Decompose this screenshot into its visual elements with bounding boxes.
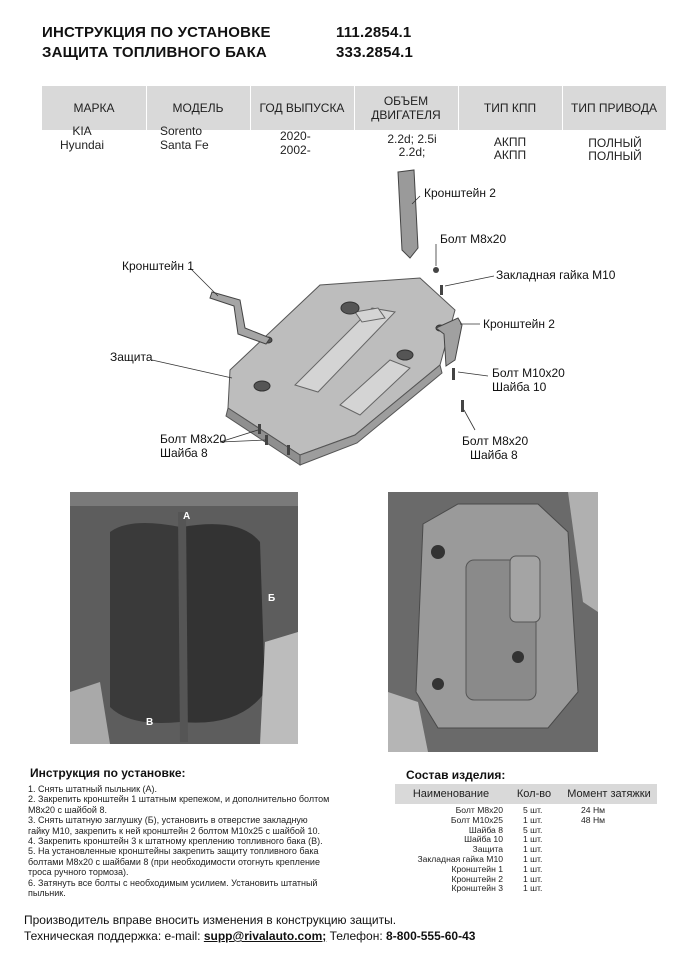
- col-qty: Кол-во: [516, 788, 552, 800]
- cell-model-1: Sorento: [160, 124, 203, 138]
- exploded-assembly-diagram: [151, 169, 495, 466]
- guard-plate: [225, 277, 456, 466]
- instructions-list: 1. Снять штатный пыльник (А). 2. Закрепи…: [28, 784, 353, 898]
- col-year: ГОД ВЫПУСКА: [250, 86, 355, 130]
- bracket-2-top: [397, 169, 419, 259]
- instruction-line: гайку М10, закрепить к ней кронштейн 2 б…: [28, 825, 320, 836]
- photo-label-b: Б: [268, 593, 276, 604]
- item-qty: 5 шт.: [523, 805, 543, 815]
- label-bracket-2-right: Кронштейн 2: [483, 317, 555, 331]
- item-name: Шайба 10: [464, 834, 503, 845]
- composition-header: Наименование Кол-во Момент затяжки: [395, 784, 657, 804]
- col-engine: ОБЪЕМ ДВИГАТЕЛЯ: [354, 86, 459, 130]
- instruction-line: М8х20 с шайбой 8.: [28, 804, 107, 815]
- label-bracket-1: Кронштейн 1: [122, 259, 194, 273]
- instruction-line: 1. Снять штатный пыльник (А).: [28, 784, 158, 794]
- installed-guard-photo: [388, 492, 598, 752]
- label-nut-m10: Закладная гайка М10: [496, 268, 616, 282]
- cell-gearbox-2: АКПП: [493, 148, 527, 162]
- item-qty: 1 шт.: [523, 873, 543, 884]
- cell-engine-1: 2.2d; 2.5i: [387, 132, 437, 146]
- instructions-title: Инструкция по установке:: [30, 766, 186, 780]
- product-code-1: 111.2854.1: [336, 24, 412, 41]
- col-name: Наименование: [412, 788, 490, 800]
- bolts: [258, 267, 464, 455]
- support-prefix: Техническая поддержка: e-mail:: [24, 929, 201, 943]
- fuel-tank-photo: [70, 492, 298, 744]
- guard-ribs: [294, 307, 411, 416]
- label-bolt-m10: Болт М10х20: [492, 366, 565, 380]
- instruction-line: 4. Закрепить кронштейн 3 к штатному креп…: [28, 836, 323, 847]
- label-bolt-m8-left: Болт М8х20: [160, 432, 227, 446]
- cell-model-2: Santa Fe: [160, 138, 209, 152]
- col-make: МАРКА: [42, 86, 147, 130]
- item-name: Кронштейн 2: [451, 873, 503, 884]
- instruction-line: троса ручного тормоза).: [28, 867, 129, 878]
- instruction-line: 2. Закрепить кронштейн 1 штатным крепежо…: [28, 794, 330, 805]
- col-torque: Момент затяжки: [567, 788, 651, 800]
- support-phone[interactable]: 8-800-555-60-43: [386, 929, 476, 943]
- item-name: Защита: [472, 844, 503, 855]
- item-name: Болт М8х20: [455, 805, 503, 815]
- label-washer-10: Шайба 10: [492, 380, 547, 394]
- item-torque: 24 Нм: [581, 805, 606, 815]
- instruction-line: пыльник.: [28, 888, 66, 899]
- phone-label: Телефон:: [329, 929, 383, 943]
- cell-make-2: Hyundai: [59, 138, 105, 152]
- item-name: Болт М10х25: [450, 814, 503, 825]
- item-qty: 1 шт.: [523, 853, 543, 864]
- composition-names: Болт М8х20 Болт М10х25 Шайба 8 Шайба 10 …: [395, 805, 503, 894]
- item-qty: 1 шт.: [523, 883, 543, 894]
- photo-label-v: В: [146, 717, 154, 728]
- support-email[interactable]: supp@rivalauto.com;: [203, 929, 327, 943]
- bracket-2-right: [435, 317, 463, 367]
- spec-table-header: МАРКА МОДЕЛЬ ГОД ВЫПУСКА ОБЪЕМ ДВИГАТЕЛЯ…: [42, 86, 666, 130]
- item-name: Кронштейн 1: [451, 863, 503, 874]
- doc-title-line1: ИНСТРУКЦИЯ ПО УСТАНОВКЕ: [42, 24, 271, 41]
- label-bolt-m8-right: Болт М8х20: [462, 434, 529, 448]
- col-gearbox: ТИП КПП: [458, 86, 563, 130]
- bracket-1: [209, 291, 271, 345]
- instruction-line: 5. На установленные кронштейны закрепить…: [28, 846, 319, 857]
- composition-torque: 24 Нм 48 Нм: [581, 805, 651, 826]
- label-guard: Защита: [110, 350, 153, 364]
- col-drive: ТИП ПРИВОДА: [571, 101, 657, 115]
- composition-title: Состав изделия:: [406, 768, 506, 782]
- item-qty: 1 шт.: [523, 844, 543, 855]
- cell-year-1: 2020-: [280, 129, 311, 143]
- item-qty: 5 шт.: [523, 824, 543, 835]
- doc-title-line2: ЗАЩИТА ТОПЛИВНОГО БАКА: [42, 44, 267, 61]
- item-torque: 48 Нм: [581, 814, 606, 825]
- item-name: Кронштейн 3: [451, 883, 503, 894]
- cell-make-1: KIA: [72, 124, 92, 138]
- item-qty: 1 шт.: [523, 814, 543, 825]
- footer-note: Производитель вправе вносить изменения в…: [24, 913, 397, 927]
- footer-support: Техническая поддержка: e-mail: supp@riva…: [24, 929, 475, 943]
- composition-qty: 5 шт. 1 шт. 5 шт. 1 шт. 1 шт. 1 шт. 1 шт…: [523, 805, 563, 894]
- item-qty: 1 шт.: [523, 863, 543, 874]
- photo-after-install: [388, 492, 598, 752]
- cell-year-2: 2002-: [280, 143, 311, 157]
- label-washer-8-right: Шайба 8: [470, 448, 518, 462]
- photo-label-a: А: [183, 511, 191, 522]
- label-washer-8-left: Шайба 8: [160, 446, 208, 460]
- item-name: Шайба 8: [468, 824, 503, 835]
- cell-drive-1: ПОЛНЫЙ: [588, 136, 642, 150]
- instruction-line: болтами М8х20 с шайбами 8 (при необходим…: [28, 856, 320, 867]
- label-bolt-m8-top: Болт М8х20: [440, 232, 507, 246]
- col-model: МОДЕЛЬ: [146, 86, 251, 130]
- label-bracket-2-top: Кронштейн 2: [424, 186, 496, 200]
- cell-engine-2: 2.2d;: [398, 145, 426, 159]
- product-code-2: 333.2854.1: [336, 44, 414, 61]
- instruction-line: 3. Снять штатную заглушку (Б), установит…: [28, 815, 308, 826]
- cell-drive-2: ПОЛНЫЙ: [588, 149, 642, 163]
- leader-lines: [151, 195, 495, 443]
- cell-gearbox-1: АКПП: [493, 135, 527, 149]
- photo-before-install: А Б В: [70, 492, 298, 744]
- instruction-line: 6. Затянуть все болты с необходимым усил…: [28, 877, 318, 888]
- item-name: Закладная гайка М10: [417, 853, 503, 864]
- item-qty: 1 шт.: [523, 834, 543, 845]
